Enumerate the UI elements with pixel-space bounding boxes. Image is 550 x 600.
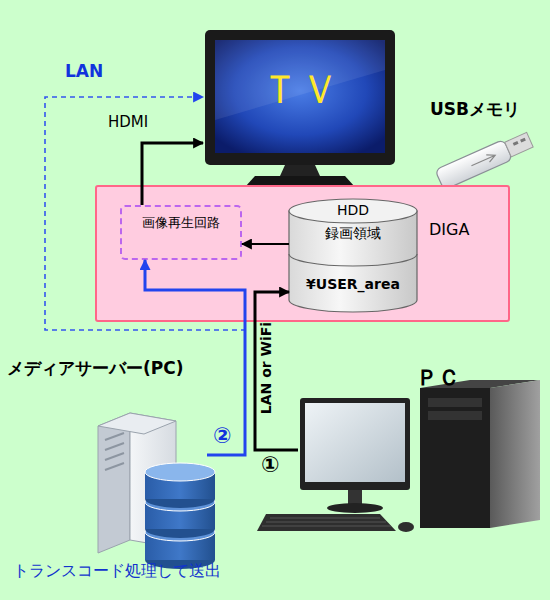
tower-front <box>420 388 490 528</box>
server-illustration <box>98 413 215 569</box>
network-link <box>255 292 298 450</box>
tower-side <box>490 380 540 528</box>
pc-label: ＰＣ <box>416 365 460 390</box>
recorder-box: DIGA 画像再生回路 HDD 録画領域 ¥USER_area <box>95 185 510 322</box>
callout-number: ② <box>213 423 232 448</box>
server-caption: トランスコード処理して送出 <box>13 562 221 580</box>
drive-bay <box>428 398 482 407</box>
playback-arrow <box>242 243 289 245</box>
link-label: LAN or WiFi <box>258 322 274 414</box>
server-slot <box>105 433 124 470</box>
usb-plug <box>505 132 533 156</box>
device-name: DIGA <box>429 221 469 239</box>
monitor-bezel <box>300 398 410 490</box>
disk-label: HDD <box>289 202 417 218</box>
device-label: USBメモリ <box>430 100 520 120</box>
server-top <box>98 413 176 434</box>
callout-number: ① <box>261 452 280 477</box>
area-label: 録画領域 <box>289 225 417 241</box>
usb-hole <box>513 141 519 146</box>
usb-stick <box>435 130 534 190</box>
usb-body <box>435 139 512 190</box>
monitor-screen <box>305 403 405 482</box>
keyboard-keys <box>262 518 391 526</box>
cylinder-body <box>289 211 417 312</box>
mouse <box>398 522 414 532</box>
circuit-label: 画像再生回路 <box>122 216 240 231</box>
drive-bay <box>428 411 482 420</box>
usb-hole <box>520 138 526 143</box>
stream-link <box>145 260 245 455</box>
hdd-cylinder: HDD 録画領域 ¥USER_area <box>289 199 417 312</box>
database-stack <box>145 463 215 569</box>
server-node: メディアサーバー(PC)トランスコード処理して送出 <box>95 405 207 560</box>
pc-node: ＰＣ <box>298 385 543 533</box>
hdmi-cable <box>142 143 203 205</box>
tv-neck <box>280 165 320 176</box>
cylinder-divider <box>289 254 417 266</box>
lan-link <box>45 97 245 455</box>
cylinder-top <box>289 199 417 223</box>
monitor-base <box>327 503 383 513</box>
server-side <box>98 413 130 553</box>
circuit-box: 画像再生回路 <box>120 205 242 260</box>
monitor-neck <box>348 490 362 504</box>
tv-label: ＴＶ <box>203 66 397 112</box>
tv-node: ＴＶ <box>203 30 397 186</box>
keyboard <box>257 514 396 531</box>
cable-label: HDMI <box>108 114 148 131</box>
pc-illustration <box>257 380 540 532</box>
server-label: メディアサーバー(PC) <box>7 359 183 379</box>
area-label: ¥USER_area <box>289 276 417 292</box>
link-label: LAN <box>65 62 103 82</box>
usb-symbol <box>470 152 497 170</box>
